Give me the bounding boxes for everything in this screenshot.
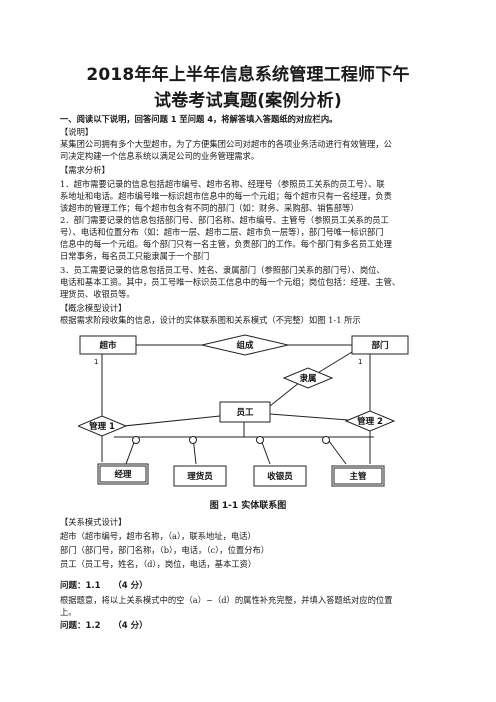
entity-manager-inner [99, 465, 147, 483]
entity-label: 超市 [98, 340, 117, 351]
requirement-line: 信息中的每一个元组。每个部门只有一名主管，负责部门的工作。每个部门有多名员工处理 [60, 239, 392, 249]
section-heading-relations: 【关系模式设计】 [60, 517, 127, 527]
requirement-line: 号）、电话和位置分布（如：超市一层、超市二层、超市负一层等），部门号唯一标识部门 [60, 227, 384, 237]
cardinality-label: 1 [94, 358, 98, 366]
question-heading: 问题：1.2 （4 分） [60, 621, 148, 631]
requirement-line: 电话和基本工资。其中，员工号唯一标识员工信息中的每一个元组；岗位包括：经理、主管… [60, 277, 401, 287]
concept-text: 根据需求阶段收集的信息，设计的实体联系图和关系模式（不完整）如图 1-1 所示 [60, 315, 361, 325]
requirement-line: 2．部门需要记录的信息包括部门号、部门名称、超市编号、主管号（参照员工关系的员工 [60, 215, 389, 225]
question-heading: 问题：1.1 （4 分） [60, 581, 148, 591]
relationship-manage2 [344, 410, 396, 432]
isa-circle [132, 436, 140, 444]
relationship-compose [201, 334, 289, 356]
entity-label: 部门 [371, 340, 388, 351]
relationship-label: 管理 2 [357, 416, 383, 427]
entity-label: 收银员 [267, 471, 293, 482]
entity-label: 理货员 [187, 471, 213, 482]
diagram-caption: 图 1-1 实体联系图 [209, 501, 287, 511]
section-heading-requirements: 【需求分析】 [60, 165, 110, 175]
edge-line [269, 381, 301, 407]
relationship-label: 管理 1 [89, 421, 115, 432]
edge-line [123, 415, 221, 427]
question-text: 根据题意，将以上关系模式中的空（a）~（d）的属性补充完整，并填入答题纸对应的位… [60, 595, 393, 605]
entity-label: 经理 [114, 469, 132, 480]
section-heading-concept: 【概念模型设计】 [60, 303, 127, 313]
entity-label: 员工 [236, 408, 254, 418]
entity-clerk [173, 465, 227, 487]
relation-line: 部门（部门号，部门名称，（b），电话，（c），位置分布） [60, 545, 270, 555]
requirement-line: 理货员、收银员等。 [60, 289, 135, 299]
edge-line [269, 413, 349, 421]
relationship-label: 隶属 [299, 373, 316, 384]
cardinality-label: 1 [358, 358, 362, 366]
er-diagram: 超市 部门 员工 经理 理货员 收银员 主管 组成 隶属 管理 1 管理 2 1… [78, 334, 409, 487]
entity-supermarket [79, 335, 137, 355]
relation-line: 超市（超市编号，超市名称，（a），联系地址，电话） [60, 531, 256, 541]
relationship-label: 组成 [236, 340, 254, 351]
isa-circle [189, 436, 197, 444]
explain-line: 某集团公司拥有多个大型超市，为了方便集团公司对超市的各项业务活动进行有效管理，公 [60, 139, 392, 149]
entity-department [351, 335, 409, 355]
isa-circle [256, 436, 264, 444]
entity-label: 主管 [349, 471, 367, 482]
document-title-line-1: 2018年年上半年信息系统管理工程师下午 [86, 65, 410, 85]
entity-cashier [253, 465, 307, 487]
entity-employee [219, 401, 271, 423]
explain-line: 司决定构建一个信息系统以满足公司的业务管理需求。 [60, 151, 260, 161]
isa-circle [322, 436, 330, 444]
section-heading-explain: 【说明】 [60, 127, 94, 137]
entity-supervisor [331, 465, 385, 487]
requirement-line: 3．员工需要记录的信息包括员工号、姓名、隶属部门（参照部门关系的部门号）、岗位、 [60, 265, 385, 275]
requirement-line: 1．超市需要记录的信息包括超市编号、超市名称、经理号（参照员工关系的员工号）、联 [60, 179, 385, 189]
instruction: 一、阅读以下说明，回答问题 1 至问题 4，将解答填入答题纸的对应栏内。 [60, 114, 338, 124]
document-title-line-2: 试卷考试真题(案例分析) [154, 91, 342, 111]
entity-manager [97, 463, 149, 485]
requirement-line: 系地址和电话。超市编号唯一标识超市信息中的每一个元组；每个超市只有一名经理，负责 [60, 191, 392, 201]
relationship-belong [282, 367, 334, 389]
relationship-manage1 [78, 415, 128, 437]
relation-line: 员工（员工号，姓名，（d），岗位，电话，基本工资） [60, 559, 257, 569]
requirement-line: 该超市的管理工作；每个超市包含有不同的部门（如：财务、采购部、销售部等） [60, 203, 359, 213]
edge-line [315, 351, 353, 375]
requirement-line: 日常事务，每名员工只能隶属于一个部门 [60, 251, 210, 261]
entity-supervisor-inner [333, 467, 383, 485]
question-text: 上。 [60, 607, 77, 617]
